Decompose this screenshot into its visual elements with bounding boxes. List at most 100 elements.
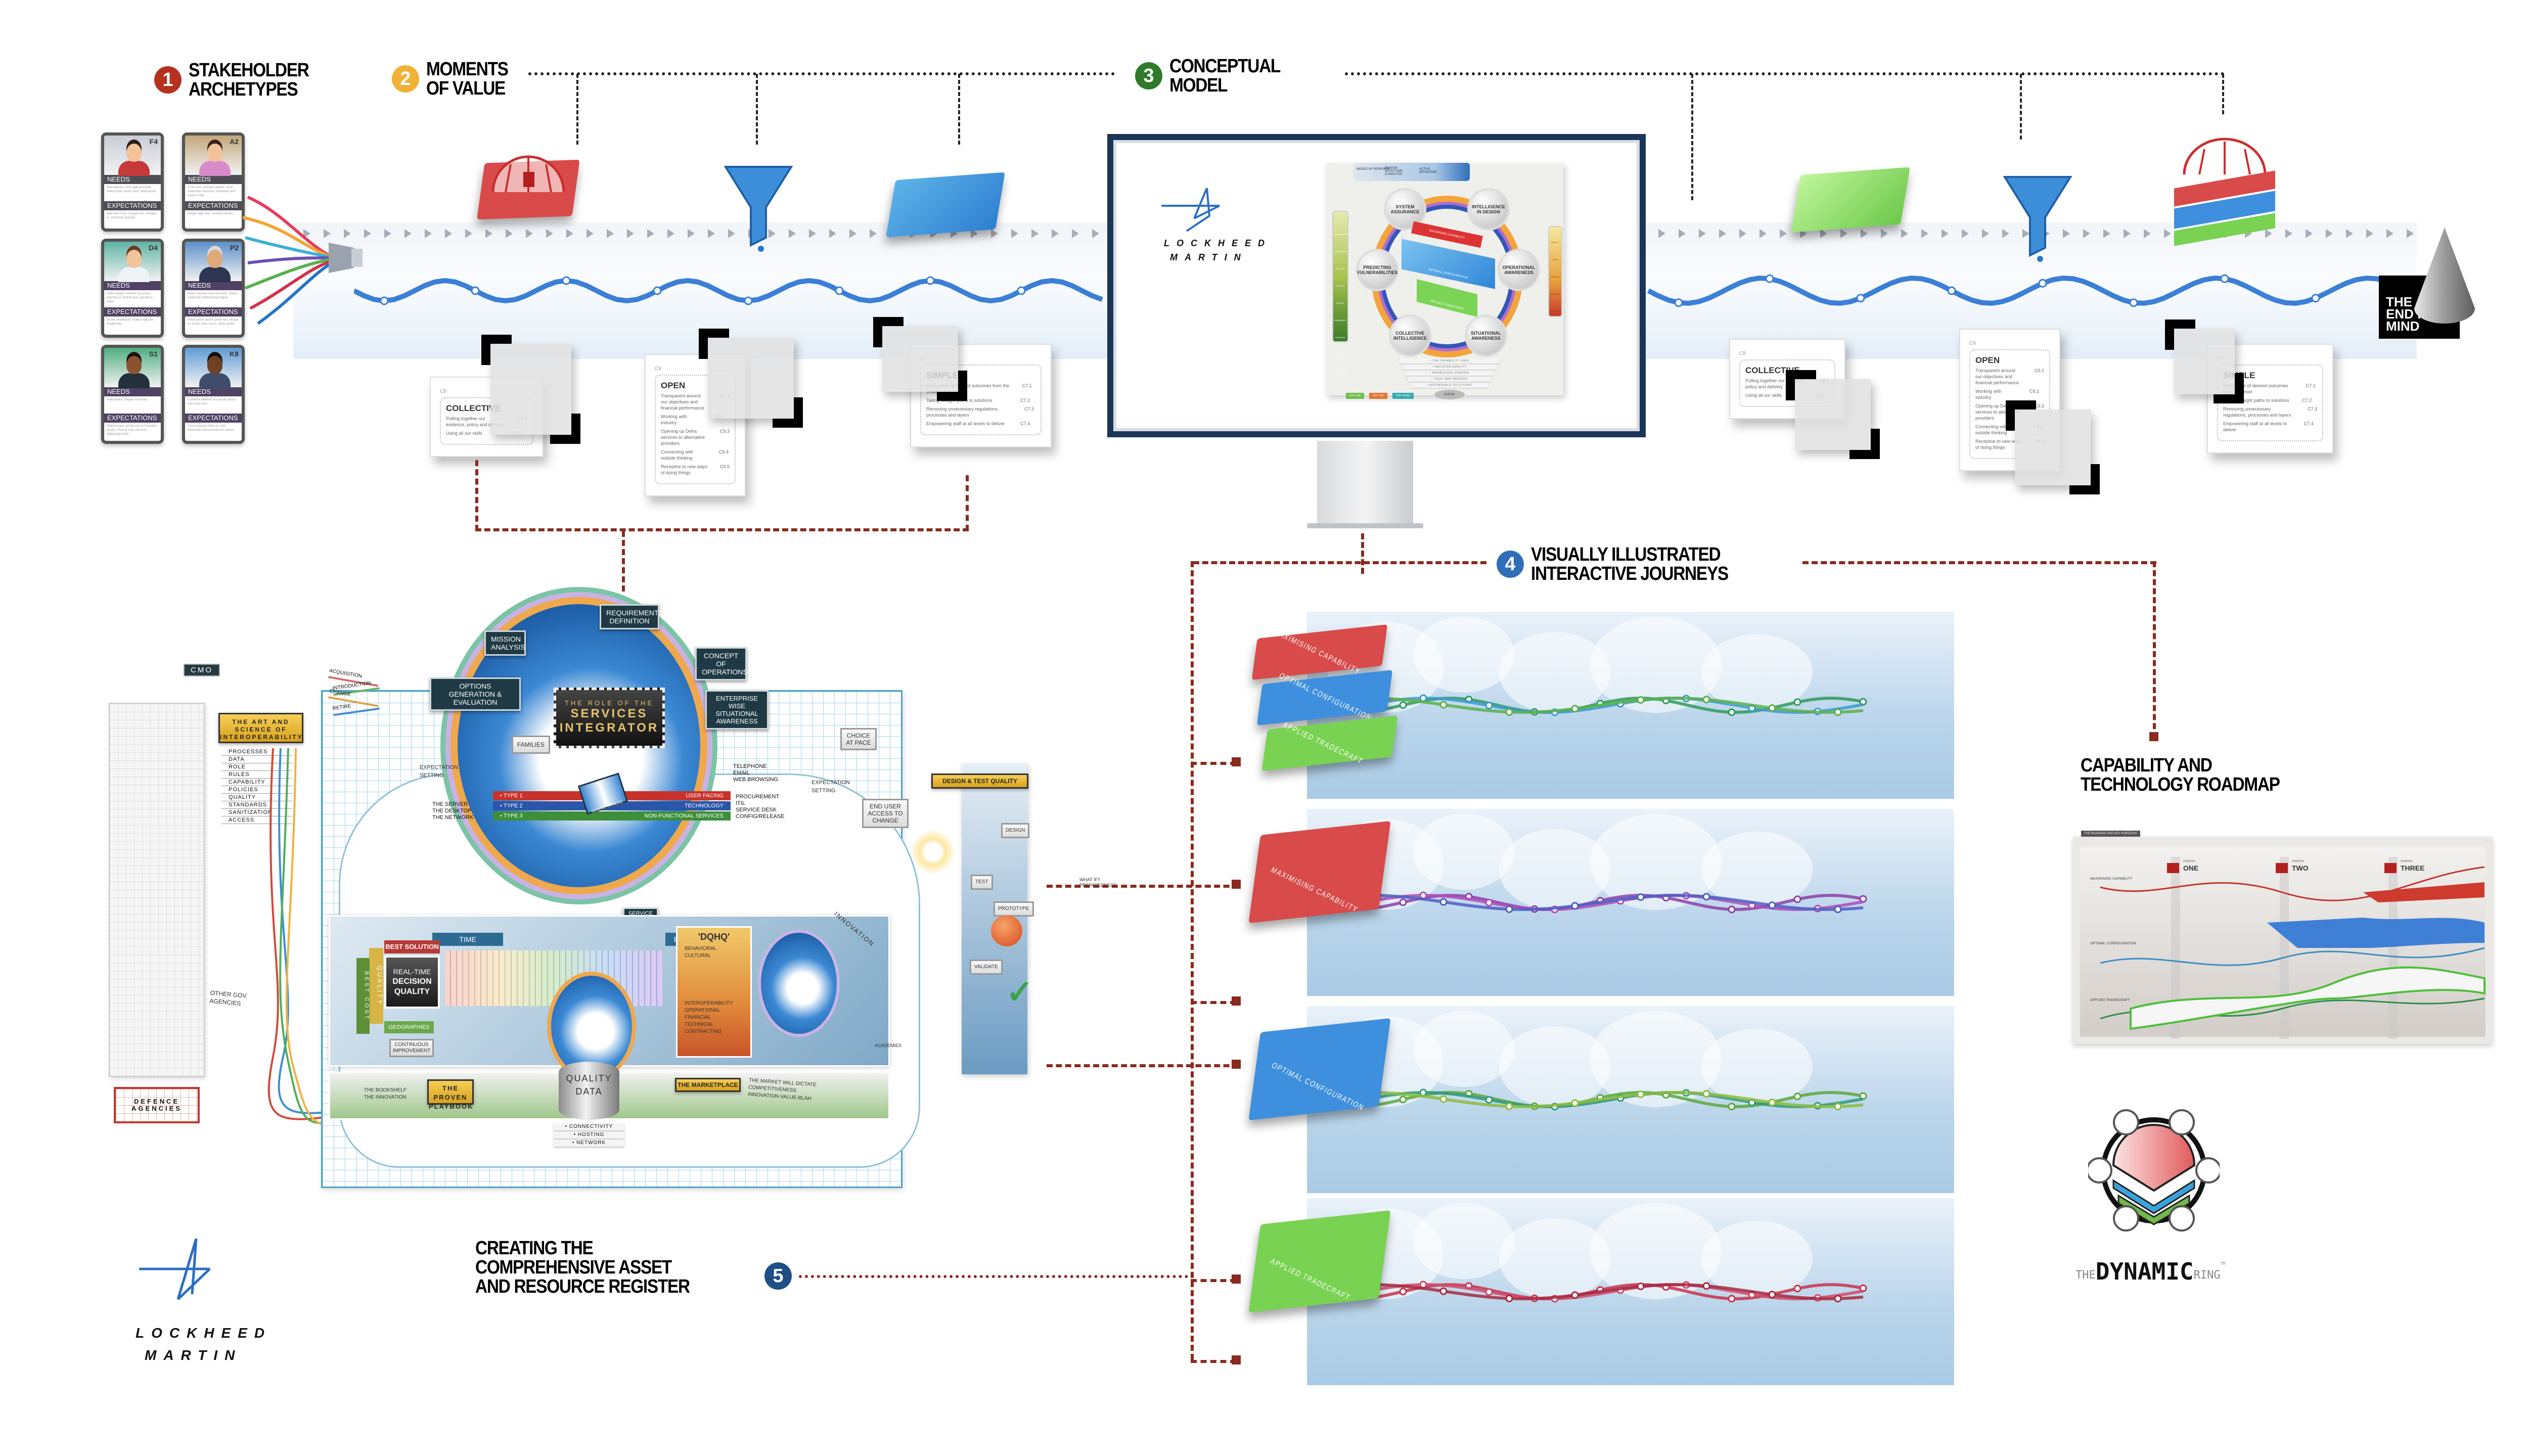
journey-node[interactable] <box>1637 1282 1645 1290</box>
journey-node[interactable] <box>1571 902 1579 910</box>
journey-panel-maximising-capability[interactable] <box>1307 809 1954 996</box>
journey-panel-applied-tradecraft[interactable] <box>1307 1198 1954 1385</box>
timeline-node[interactable] <box>2038 279 2047 288</box>
journey-platform: APPLIED TRADECRAFT <box>1248 1210 1391 1313</box>
journey-node[interactable] <box>1399 1288 1407 1296</box>
model-node[interactable]: SITUATIONAL AWARENESS <box>1465 314 1507 357</box>
persona-code: D4 <box>149 244 158 252</box>
journey-node[interactable] <box>1637 696 1645 704</box>
timeline-node[interactable] <box>380 296 389 305</box>
model-node[interactable]: PREDICTING VULNERABILITIES <box>1356 249 1398 291</box>
timeline-node[interactable] <box>1765 274 1774 283</box>
ghost-card-overlay <box>873 317 967 401</box>
journey-node[interactable] <box>1485 898 1493 906</box>
validate-step[interactable]: VALIDATE <box>970 960 1003 975</box>
journey-node[interactable] <box>1793 1285 1801 1293</box>
journey-node[interactable] <box>1768 1291 1776 1299</box>
journey-node[interactable] <box>1768 901 1776 909</box>
journey-node[interactable] <box>1728 1103 1736 1111</box>
timeline-node[interactable] <box>2311 294 2320 303</box>
timeline-node[interactable] <box>835 286 844 295</box>
timeline-node[interactable] <box>562 276 571 285</box>
journey-panel-combined[interactable] <box>1307 612 1954 799</box>
timeline-arrow-icon <box>2124 229 2131 238</box>
timeline-node[interactable] <box>653 286 662 295</box>
model-node[interactable]: OPERATIONAL AWARENESS <box>1498 249 1540 291</box>
journey-node[interactable] <box>1485 1096 1493 1104</box>
journey-node[interactable] <box>1637 1090 1645 1098</box>
journey-node[interactable] <box>1702 893 1710 901</box>
journey-node[interactable] <box>1505 1102 1513 1110</box>
needs-text: Etiam vehicula urna vel turpis. Mauris s… <box>188 292 238 299</box>
journey-node[interactable] <box>1485 1288 1493 1296</box>
persona-card[interactable]: K8 NEEDS Curabitur eleifend wisi iaculis… <box>182 345 245 444</box>
journey-node[interactable] <box>1505 708 1513 716</box>
design-note: WHAT IF!! <box>1079 877 1101 882</box>
persona-card[interactable]: P2 NEEDS Etiam vehicula urna vel turpis.… <box>182 239 245 338</box>
persona-card[interactable]: F4 NEEDS Sed aliquam, nunc eget euismod … <box>101 132 164 232</box>
timeline-node[interactable] <box>926 276 935 285</box>
journey-node[interactable] <box>1702 1090 1710 1098</box>
timeline-node[interactable] <box>1856 294 1865 303</box>
journey-node[interactable] <box>1637 893 1645 901</box>
model-node[interactable]: SYSTEM ASSURANCE <box>1384 188 1426 231</box>
journey-node[interactable] <box>1834 708 1842 716</box>
model-node[interactable]: INTELLIGENCE IN DESIGN <box>1467 188 1510 231</box>
journey-node[interactable] <box>1571 705 1579 713</box>
journey-node[interactable] <box>1834 1103 1842 1111</box>
journey-node[interactable] <box>1571 1099 1579 1107</box>
journey-node[interactable] <box>1439 1095 1448 1103</box>
timeline-arrow-icon <box>991 229 998 238</box>
journey-node[interactable] <box>1728 1295 1736 1303</box>
test-step[interactable]: TEST <box>971 875 993 890</box>
journey-node[interactable] <box>1485 701 1493 709</box>
journey-node[interactable] <box>1399 701 1407 709</box>
journey-node[interactable] <box>1439 701 1448 709</box>
roadmap-panel[interactable]: THE ROADMAP AND KEY HORIZONS HORIZON ONE… <box>2073 831 2493 1044</box>
timeline-node[interactable] <box>471 286 480 295</box>
journey-node[interactable] <box>1768 1099 1776 1107</box>
persona-card[interactable]: A2 NEEDS In vel sem. Quisque aliquet, mi… <box>182 132 245 232</box>
timeline-node[interactable] <box>1947 286 1956 295</box>
value-line: Opening up Defra services to alternative… <box>1975 403 2044 421</box>
connector-line <box>2020 74 2022 140</box>
journey-node[interactable] <box>1793 698 1801 706</box>
journey-node[interactable] <box>1439 898 1448 906</box>
timeline-node[interactable] <box>2220 274 2229 283</box>
journey-node[interactable] <box>1439 1287 1448 1295</box>
value-line: Being clear of desired outcomes from the… <box>926 383 1032 394</box>
journey-node[interactable] <box>1834 905 1842 914</box>
journey-node[interactable] <box>1399 898 1407 906</box>
timeline-node[interactable] <box>744 296 753 305</box>
journey-node[interactable] <box>1702 696 1710 704</box>
timeline-arrow-icon <box>809 229 816 238</box>
journey-panel-optimal-configuration[interactable] <box>1307 1006 1954 1193</box>
persona-card[interactable]: S1 NEEDS Nulla facilisi. Integer non eni… <box>101 345 164 444</box>
journey-node[interactable] <box>1505 905 1513 913</box>
journey-node[interactable] <box>1399 1096 1407 1104</box>
model-node[interactable]: COLLECTIVE INTELLIGENCE <box>1389 314 1431 357</box>
timeline-node[interactable] <box>2129 298 2138 307</box>
timeline-node[interactable] <box>1674 298 1683 307</box>
journey-node[interactable] <box>1505 1294 1513 1302</box>
value-line: Empowering staff at all levels to delive… <box>926 421 1030 426</box>
journey-node[interactable] <box>1793 1093 1801 1101</box>
timeline-node[interactable] <box>1017 286 1026 295</box>
timeline-arrow-icon <box>1780 229 1787 238</box>
design-step[interactable]: DESIGN <box>1001 823 1030 838</box>
journey-node[interactable] <box>1768 704 1776 712</box>
prototype-step[interactable]: PROTOTYPE <box>994 901 1034 917</box>
journey-node[interactable] <box>1728 708 1736 716</box>
enterprise-awareness-tag: ENTERPRISE WISE SITUATIONAL AWARENESS <box>705 690 769 730</box>
journey-node[interactable] <box>1702 1282 1710 1290</box>
journey-node[interactable] <box>1728 905 1736 914</box>
persona-card[interactable]: D4 NEEDS Nulla congue. Aenean nisl purus… <box>101 239 164 338</box>
corner-bracket <box>2006 400 2036 431</box>
journey-node[interactable] <box>1834 1295 1842 1303</box>
journey-node[interactable] <box>1571 1291 1579 1299</box>
journey-node[interactable] <box>1793 895 1801 903</box>
